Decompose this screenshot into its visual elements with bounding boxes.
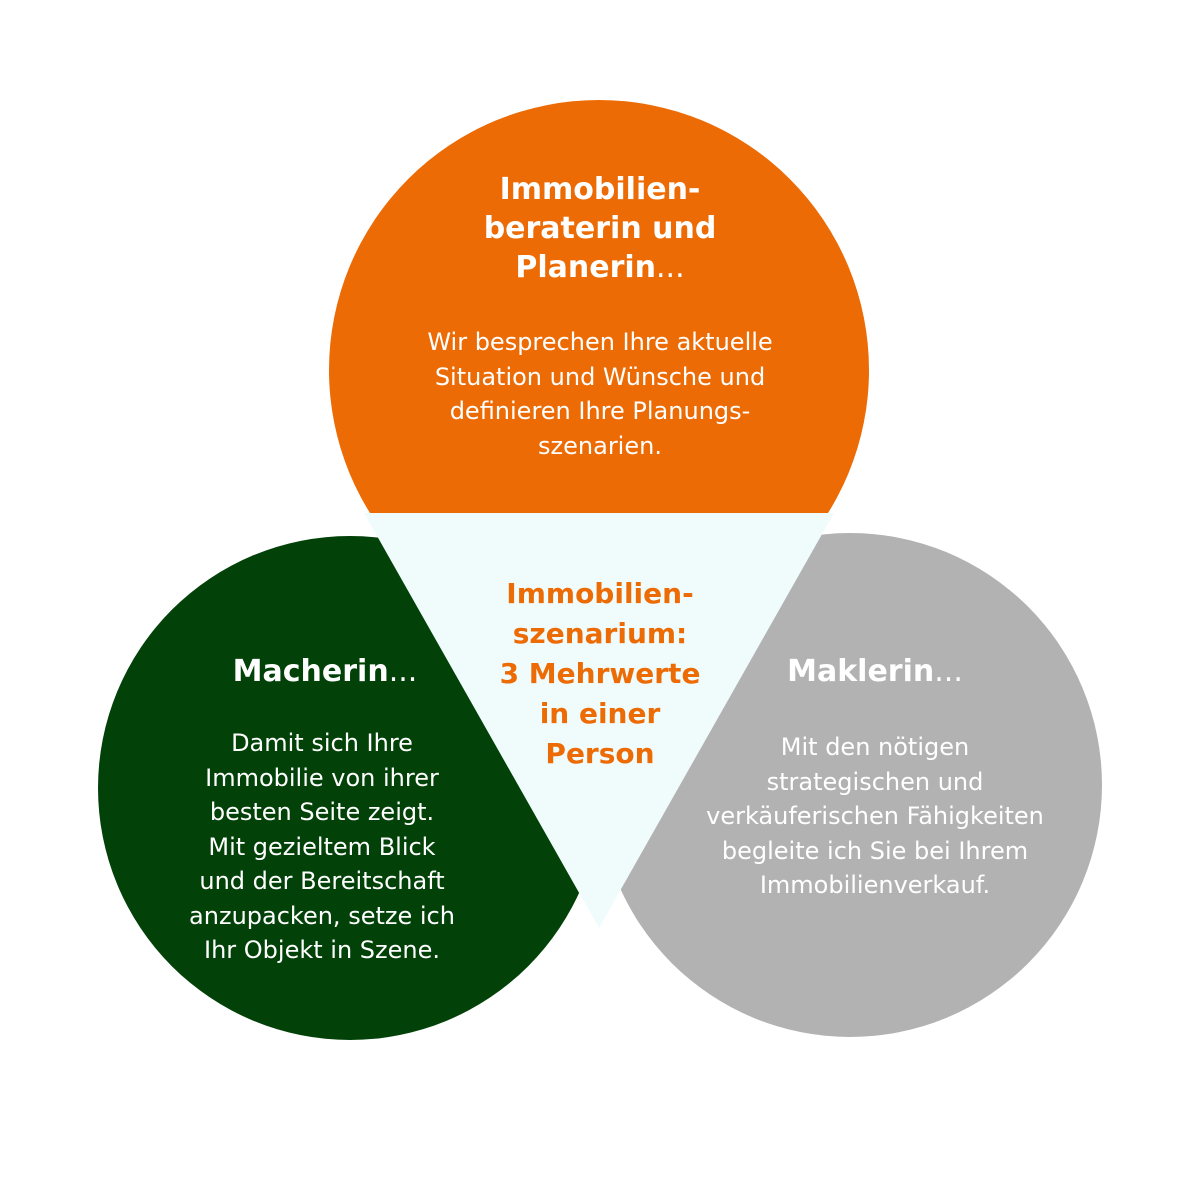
left-title: Macherin... [175,652,475,691]
right-title: Maklerin... [725,652,1025,691]
right-title-ellipsis: ... [934,654,963,689]
top-title-text: Immobilien- beraterin und Planerin [483,172,717,285]
top-title: Immobilien- beraterin und Planerin... [400,170,800,287]
right-body: Mit den nötigen strategischen und verkäu… [706,733,1044,899]
left-title-ellipsis: ... [388,654,418,689]
left-body: Damit sich Ihre Immobilie von ihrer best… [189,729,455,964]
top-body: Wir besprechen Ihre aktuelle Situation u… [427,328,773,460]
top-circle [329,100,869,640]
left-title-text: Macherin [232,654,389,689]
center-triangle [364,513,834,928]
top-title-ellipsis: ... [656,250,685,285]
center-title: Immobilien- szenarium: 3 Mehrwerte in ei… [499,577,701,770]
right-title-text: Maklerin [787,654,935,689]
